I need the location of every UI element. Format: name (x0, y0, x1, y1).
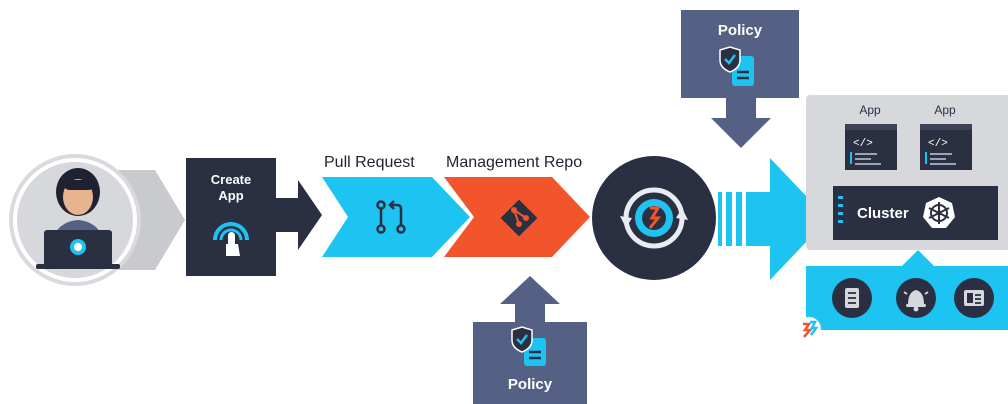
policy-top-arrow (711, 96, 771, 148)
dashboard-icon (954, 278, 994, 318)
sync-engine-icon (592, 156, 716, 280)
developer-avatar (0, 150, 190, 290)
create-app-box (186, 158, 276, 276)
developer-avatar-icon (9, 154, 185, 286)
sync-engine (592, 156, 716, 280)
git-icon (497, 196, 541, 240)
brand-logo-icon (796, 316, 822, 342)
management-repo-label: Management Repo (446, 154, 583, 171)
tools-connector (902, 250, 934, 266)
shield-document-icon (716, 46, 760, 90)
pull-request-icon (373, 199, 409, 235)
cluster-label: Cluster (857, 205, 909, 222)
create-arrow (276, 180, 324, 250)
kubernetes-helm-icon (922, 196, 956, 230)
app-label: App (934, 103, 956, 117)
code-window-icon: </> (920, 124, 972, 170)
cluster-bar (833, 186, 998, 240)
policy-top-label: Policy (717, 22, 763, 39)
policy-bottom-label: Policy (507, 376, 553, 393)
app-label: App (859, 103, 881, 117)
shield-document-icon (508, 326, 552, 370)
create-app-label: Create App (210, 172, 252, 203)
pull-request-chevron (322, 177, 472, 257)
document-list-icon (832, 278, 872, 318)
alert-bell-icon (896, 278, 936, 318)
touch-gesture-icon (209, 218, 253, 258)
policy-bottom-arrow (500, 276, 560, 326)
svg-text:</>: </> (853, 138, 873, 150)
pull-request-label: Pull Request (324, 154, 415, 171)
cluster-bar-ticks (838, 196, 844, 230)
deploy-arrow (718, 158, 828, 280)
svg-text:</>: </> (928, 138, 948, 150)
code-window-icon: </> (845, 124, 897, 170)
